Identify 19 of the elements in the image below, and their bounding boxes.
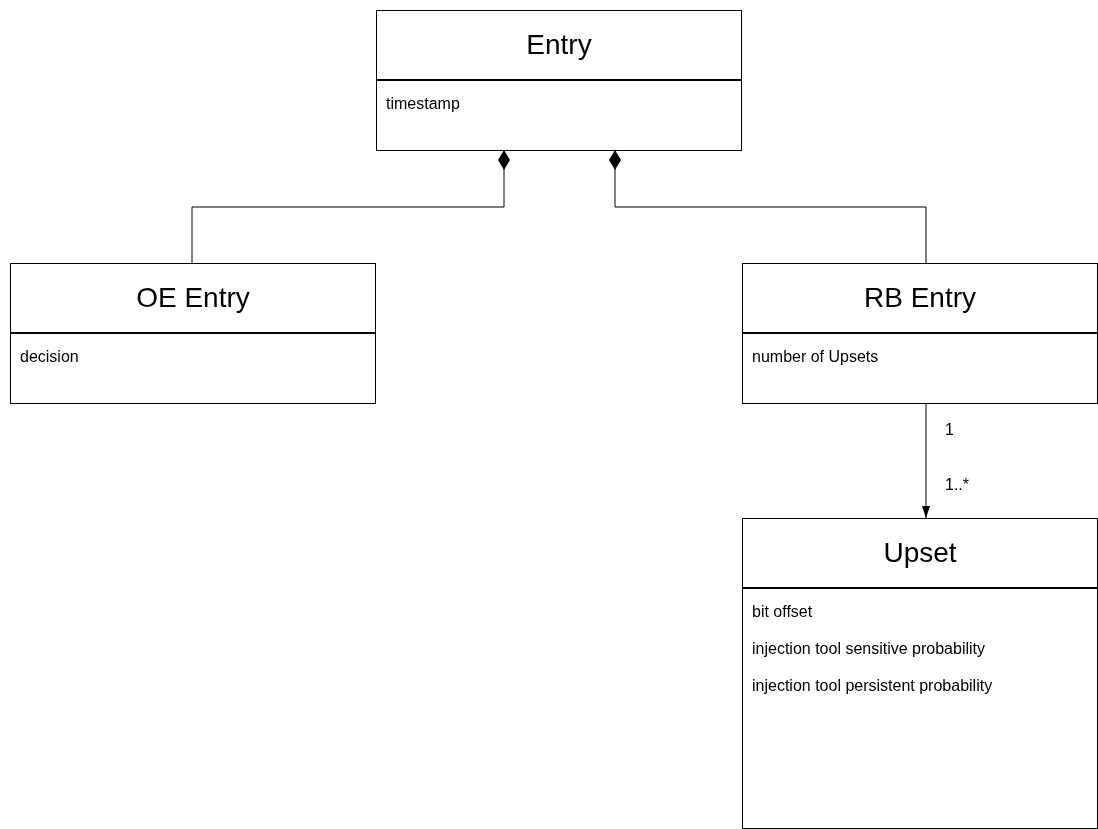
class-box <box>10 263 376 404</box>
attribute-text: timestamp <box>386 94 460 114</box>
attribute-text: decision <box>20 347 79 367</box>
attribute-text: injection tool persistent probability <box>752 676 993 696</box>
attribute-text: injection tool sensitive probability <box>752 639 985 659</box>
composition-line <box>609 149 927 264</box>
class-name: RB Entry <box>743 264 1097 334</box>
class-box <box>376 10 742 151</box>
composition-line <box>191 149 510 264</box>
multiplicity-label: 1 <box>945 421 954 439</box>
association-arrow <box>922 402 930 519</box>
attribute-text: bit offset <box>752 602 813 622</box>
multiplicity-label: 1..* <box>945 476 969 494</box>
class-name: Entry <box>377 11 741 81</box>
attribute-text: number of Upsets <box>752 347 879 367</box>
class-name: Upset <box>743 519 1097 589</box>
class-box <box>742 263 1098 404</box>
class-box <box>742 518 1098 829</box>
class-name: OE Entry <box>11 264 375 334</box>
